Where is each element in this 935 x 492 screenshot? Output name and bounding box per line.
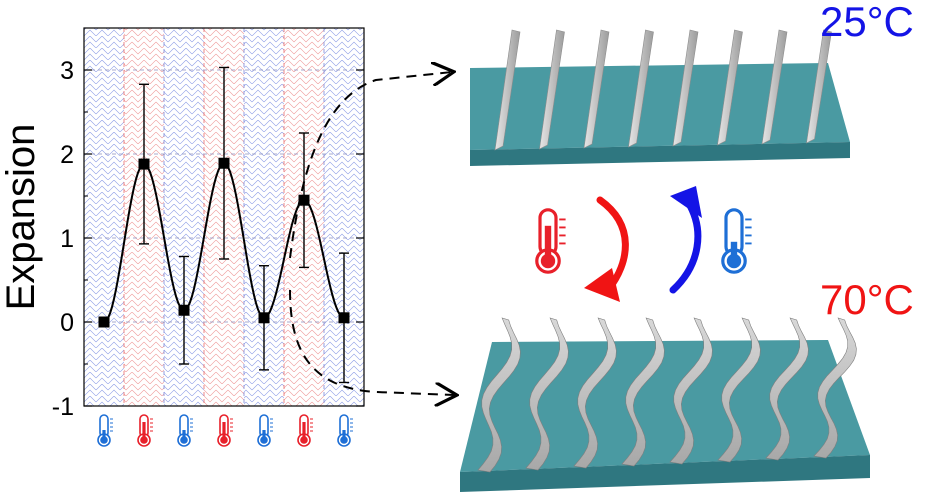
wavy-fin: [621, 317, 665, 467]
wavy-fin: [525, 317, 569, 471]
y-axis-label: Expansion: [0, 124, 43, 311]
cold-thermometer-icon: [721, 208, 752, 274]
cold-thermometer-icon: [257, 414, 273, 447]
wavy-fin: [717, 317, 761, 463]
data-point: [258, 312, 270, 324]
cold-thermometer-icon: [177, 414, 193, 447]
data-point: [298, 194, 310, 206]
cold-thermometer-icon: [337, 414, 353, 447]
thermometer-markers: [97, 414, 353, 447]
hot-thermometer-icon: [137, 414, 153, 447]
wavy-fin: [573, 317, 617, 469]
y-tick-label: -1: [52, 393, 74, 421]
wavy-fin: [813, 317, 857, 459]
data-point: [338, 312, 350, 324]
straight-fin: [539, 29, 565, 150]
data-point: [98, 316, 110, 328]
wavy-fin: [765, 317, 809, 461]
y-axis: -1 0 1 2 3: [52, 57, 364, 421]
hot-thermometer-icon: [217, 414, 233, 447]
straight-fin: [806, 29, 832, 144]
cooling-arrow: [669, 186, 702, 294]
hot-temperature-label: 70°C: [820, 276, 914, 323]
data-point: [178, 304, 190, 316]
expansion-chart: -1 0 1 2 3 Expansion: [0, 27, 365, 447]
data-point: [218, 157, 230, 169]
straight-fin: [672, 29, 699, 147]
substrate-front-face: [460, 455, 870, 492]
y-tick-label: 0: [60, 309, 74, 337]
y-tick-label: 2: [60, 141, 74, 169]
straight-fins: [494, 29, 832, 151]
substrate-front-face: [470, 142, 850, 166]
substrate-top-face: [470, 63, 850, 150]
cold-thermometer-icon: [97, 414, 113, 447]
substrate-top-face: [460, 340, 870, 472]
wavy-fins: [477, 317, 857, 473]
connector-arrow-bottom: [289, 289, 455, 395]
straight-fins-sample: [470, 29, 850, 166]
cold-band: [84, 28, 124, 406]
cold-temperature-label: 25°C: [820, 0, 914, 45]
data-point: [138, 158, 150, 170]
wavy-fins-sample: [460, 317, 870, 492]
connector-arrow-top: [289, 72, 452, 259]
data-points: [98, 157, 350, 328]
y-tick-label: 1: [60, 225, 74, 253]
straight-fin: [761, 29, 788, 145]
straight-fin: [717, 29, 743, 146]
straight-fin: [583, 29, 610, 149]
straight-fin: [628, 29, 654, 148]
wavy-fin: [669, 317, 713, 465]
y-tick-label: 3: [60, 57, 74, 85]
heating-arrow: [584, 196, 629, 302]
straight-fin: [494, 29, 521, 151]
plot-frame: [83, 27, 365, 407]
wavy-fin: [477, 317, 521, 473]
hot-thermometer-icon: [535, 208, 566, 274]
hot-thermometer-icon: [297, 414, 313, 447]
